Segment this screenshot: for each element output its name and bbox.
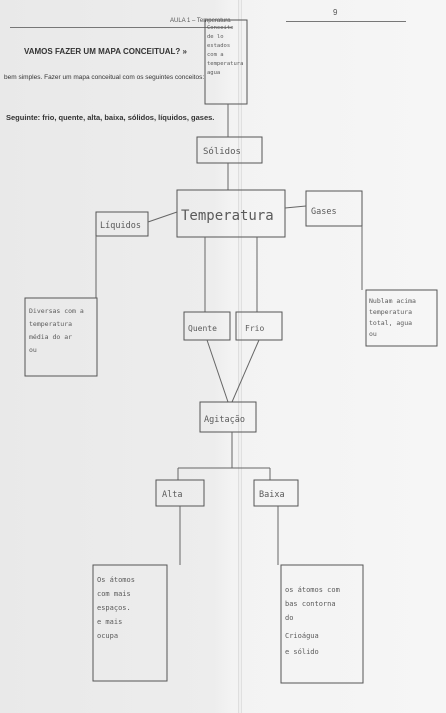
baixa-box: [253, 479, 299, 507]
gases-note-line: ou: [369, 330, 377, 338]
corner-note-line: de lo: [207, 34, 224, 40]
header-rule-right: [286, 21, 406, 22]
connector-line: [147, 211, 178, 223]
gases-note-box: [365, 289, 438, 347]
alta-label: Alta: [162, 490, 182, 500]
quente-label: Quente: [188, 324, 217, 333]
header-rule-left: [10, 27, 232, 28]
concept-list: Seguinte: frio, quente, alta, baixa, sól…: [6, 113, 215, 122]
alta-note-line: Os átomos: [97, 576, 135, 584]
liquidos-note-box: [24, 297, 98, 377]
solidos-box: [196, 136, 263, 164]
corner-note-line: agua: [207, 70, 220, 76]
lesson-header: AULA 1 – Temperatura: [170, 18, 231, 24]
alta-note-line: ocupa: [97, 632, 118, 640]
frio-label: Frio: [245, 324, 264, 333]
gases-box: [305, 190, 363, 227]
gases-note-line: total, agua: [369, 319, 412, 327]
baixa-note-box: [280, 564, 364, 684]
baixa-note-line: e sólido: [285, 648, 319, 656]
temperatura-box: [176, 189, 286, 238]
alta-note-box: [92, 564, 168, 682]
liquidos-note-line: Diversas com a: [29, 307, 84, 315]
gases-note-line: Nublam acima: [369, 297, 416, 305]
corner-note-line: com a: [207, 52, 224, 58]
gases-note: Nublam acima temperatura total, agua ou: [369, 297, 416, 338]
baixa-label: Baixa: [259, 490, 285, 500]
baixa-note-line: do: [285, 614, 293, 622]
page-fold: [238, 0, 242, 713]
alta-note: Os átomos com mais espaços. e mais ocupa: [97, 576, 135, 640]
liquidos-note-line: média do ar: [29, 333, 72, 341]
alta-note-line: com mais: [97, 590, 131, 598]
solidos-label: Sólidos: [203, 146, 241, 157]
alta-note-line: espaços.: [97, 604, 131, 612]
baixa-note-line: Crioágua: [285, 632, 319, 640]
agitacao-box: [199, 401, 257, 433]
temperatura-label: Temperatura: [181, 208, 274, 224]
corner-note-line: estados: [207, 43, 230, 49]
liquidos-box: [95, 211, 149, 237]
gases-note-line: temperatura: [369, 308, 412, 316]
connector-line: [284, 205, 307, 209]
activity-title: VAMOS FAZER UM MAPA CONCEITUAL? »: [24, 47, 187, 56]
liquidos-note-line: ou: [29, 346, 37, 354]
baixa-note: os átomos com bas contorna do Crioágua e…: [285, 586, 340, 656]
corner-note: Conceito de lo estados com a temperatura…: [207, 25, 243, 76]
connector-line: [206, 339, 229, 403]
baixa-note-line: bas contorna: [285, 600, 336, 608]
corner-note-line: Conceito: [207, 25, 234, 31]
liquidos-label: Líquidos: [100, 221, 141, 231]
agitacao-label: Agitação: [204, 415, 245, 425]
page-number: 9: [333, 8, 338, 17]
activity-instruction: bem simples. Fazer um mapa conceitual co…: [4, 74, 205, 81]
gases-label: Gases: [311, 207, 337, 217]
baixa-note-line: os átomos com: [285, 586, 340, 594]
corner-note-line: temperatura: [207, 61, 243, 67]
connector-line: [231, 339, 260, 403]
liquidos-note: Diversas com a temperatura média do ar o…: [29, 307, 84, 354]
corner-note-box: [204, 19, 248, 105]
alta-note-line: e mais: [97, 618, 122, 626]
liquidos-note-line: temperatura: [29, 320, 72, 328]
